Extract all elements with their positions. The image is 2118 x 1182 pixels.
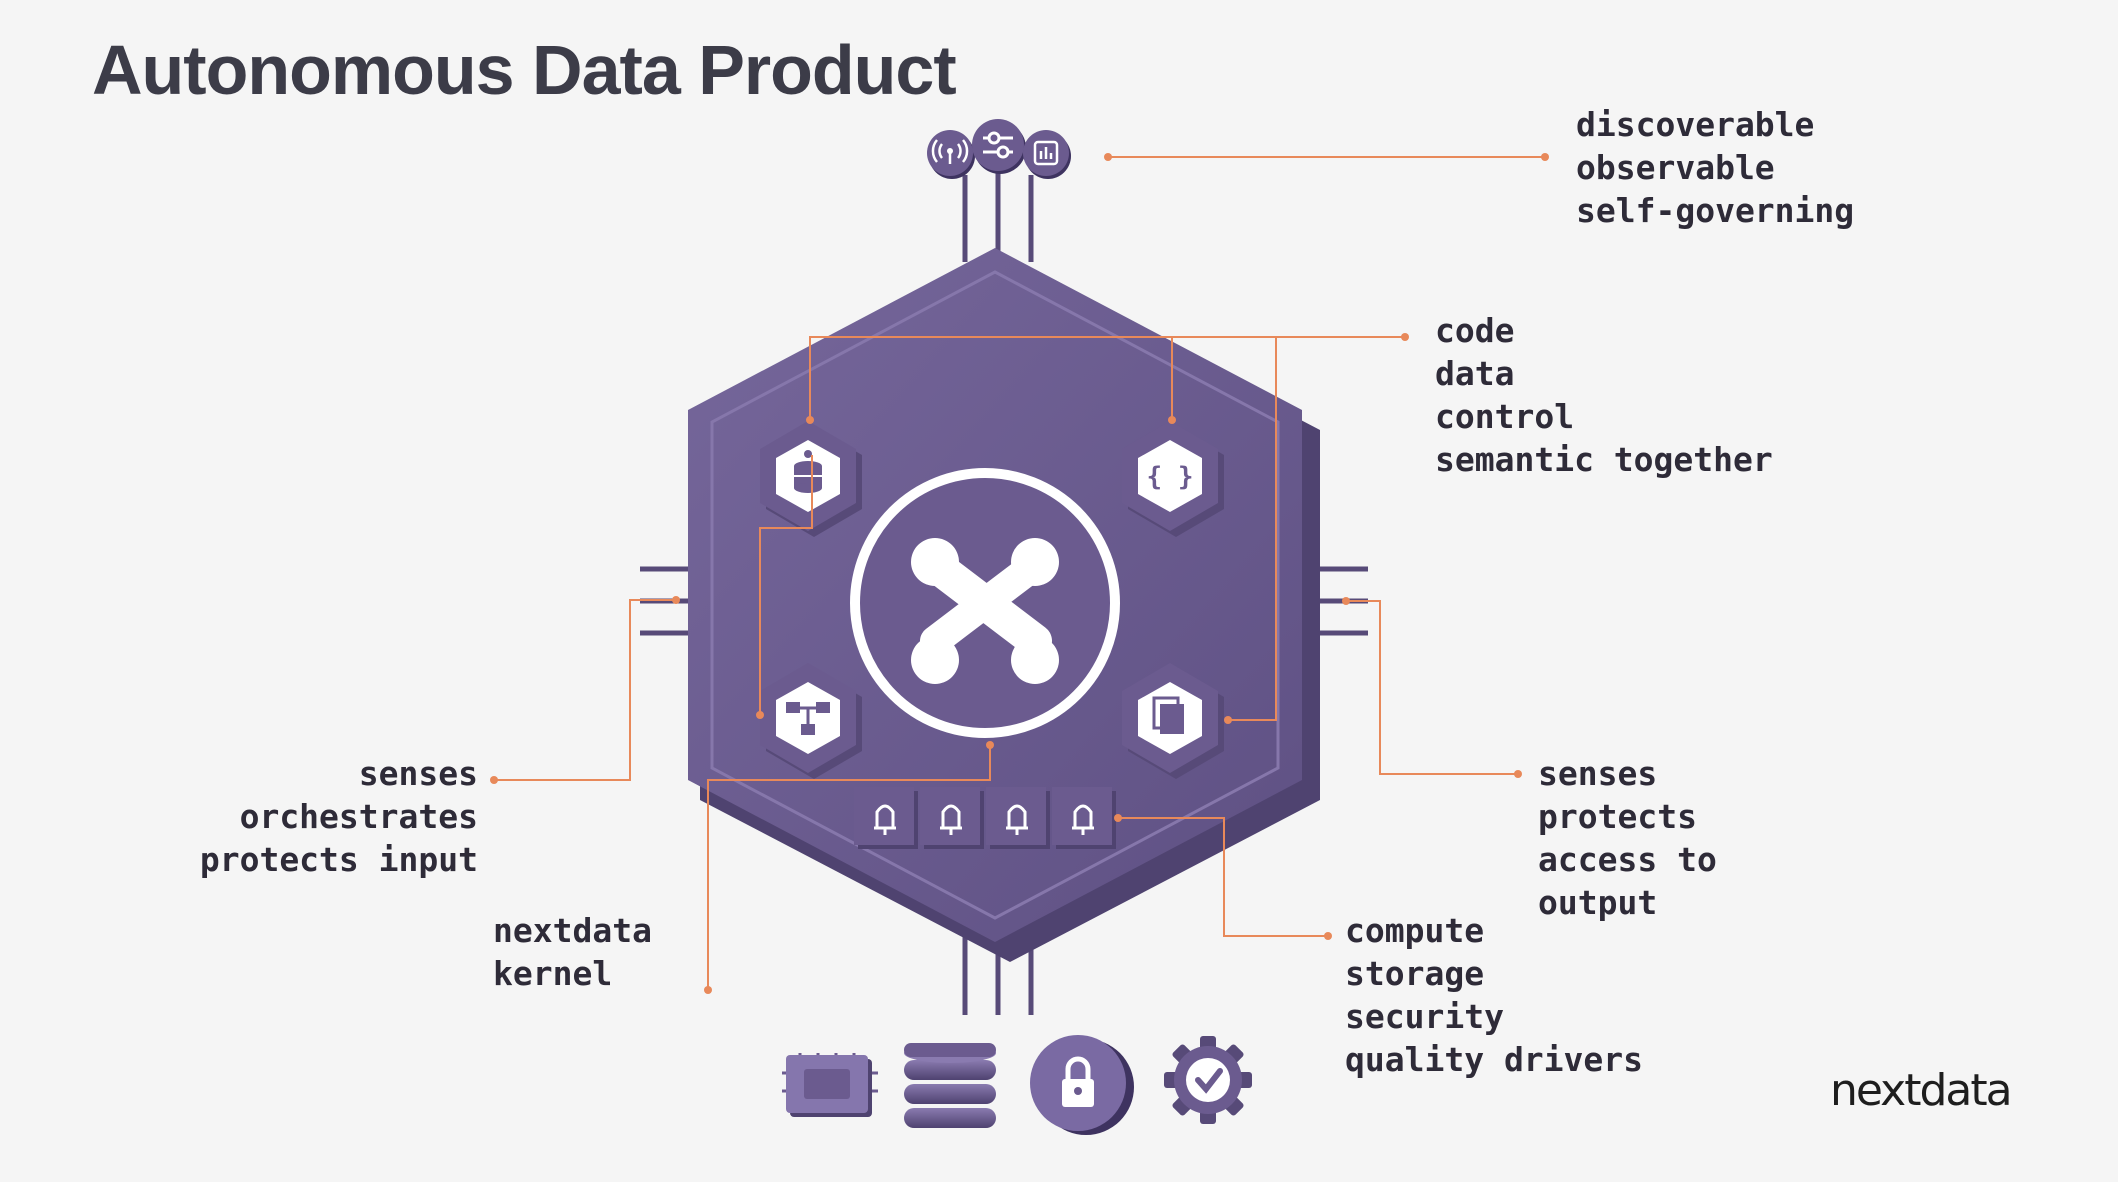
page-title: Autonomous Data Product bbox=[92, 31, 957, 109]
label-line: discoverable bbox=[1576, 105, 1815, 144]
label-discoverable-group: discoverable observable self-governing bbox=[1576, 103, 1854, 232]
gear-check-icon bbox=[1164, 1036, 1252, 1124]
label-line: nextdata bbox=[493, 911, 652, 950]
label-line: protects input bbox=[199, 840, 478, 879]
label-line: security bbox=[1345, 997, 1504, 1036]
sliders-icon bbox=[972, 119, 1026, 174]
label-line: control bbox=[1435, 397, 1575, 436]
label-line: semantic together bbox=[1435, 440, 1773, 479]
label-output-group: senses protects access to output bbox=[1538, 752, 1717, 924]
top-icons bbox=[927, 119, 1071, 179]
label-line: senses bbox=[1538, 754, 1658, 793]
code-braces-icon: { } bbox=[1122, 421, 1224, 537]
nextdata-logo: nextdata bbox=[1830, 1065, 2013, 1116]
plug-icon bbox=[920, 787, 984, 849]
plug-icon bbox=[1052, 787, 1116, 849]
flow-diagram-icon bbox=[760, 663, 862, 779]
label-line: compute bbox=[1345, 911, 1485, 950]
label-line: self-governing bbox=[1576, 191, 1855, 230]
top-connector-lines bbox=[962, 160, 1034, 262]
svg-text:{ }: { } bbox=[1147, 462, 1194, 492]
label-drivers-group: compute storage security quality drivers bbox=[1345, 909, 1643, 1081]
label-line: observable bbox=[1576, 148, 1775, 187]
callout-dots bbox=[490, 153, 1549, 994]
label-line: access to bbox=[1538, 840, 1717, 879]
label-line: senses bbox=[358, 754, 478, 793]
plug-icon bbox=[986, 787, 1050, 849]
label-line: kernel bbox=[493, 954, 613, 993]
label-line: storage bbox=[1345, 954, 1485, 993]
cpu-chip-icon bbox=[782, 1053, 878, 1117]
label-line: orchestrates bbox=[239, 797, 478, 836]
callout-lines bbox=[494, 156, 1545, 990]
plug-icon bbox=[854, 787, 918, 849]
label-line: quality drivers bbox=[1345, 1040, 1644, 1079]
label-line: code bbox=[1435, 311, 1515, 350]
bottom-icons bbox=[782, 1035, 1252, 1135]
label-line: protects bbox=[1538, 797, 1697, 836]
label-line: output bbox=[1538, 883, 1658, 922]
output-ports bbox=[854, 787, 1116, 849]
label-code-data-group: code data control semantic together bbox=[1435, 309, 1773, 481]
label-kernel-group: nextdata kernel bbox=[493, 909, 652, 995]
chart-icon bbox=[1023, 130, 1071, 179]
documents-icon bbox=[1122, 663, 1224, 779]
broadcast-icon bbox=[927, 130, 975, 179]
label-input-group: senses orchestrates protects input bbox=[140, 752, 478, 881]
storage-disks-icon bbox=[904, 1043, 996, 1128]
nextdata-kernel-logo bbox=[850, 468, 1120, 738]
lock-icon bbox=[1030, 1035, 1134, 1135]
database-icon bbox=[760, 421, 862, 537]
label-line: data bbox=[1435, 354, 1515, 393]
